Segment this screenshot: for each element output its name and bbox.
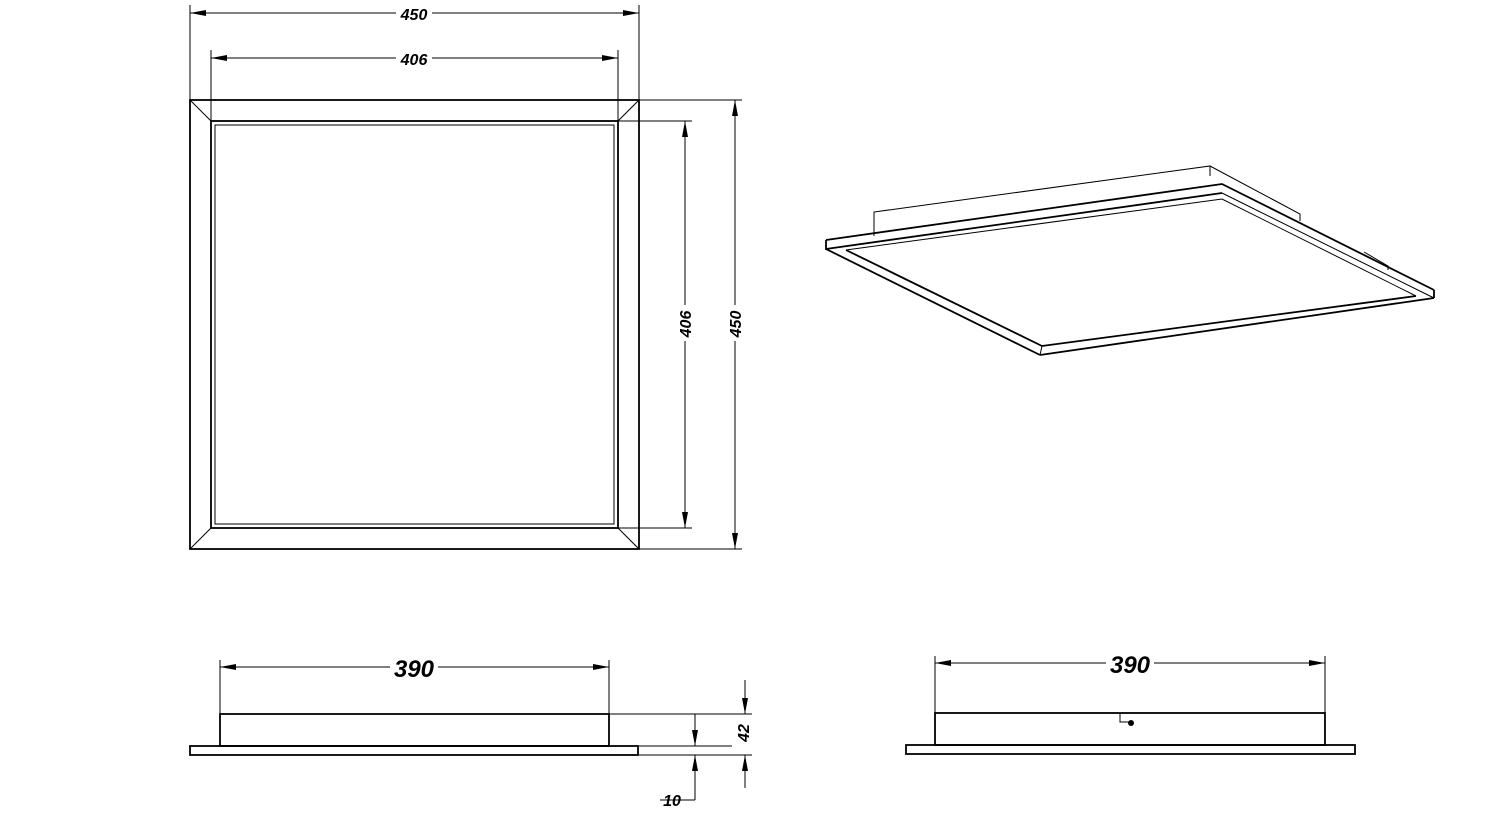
dim-label-bg [390,652,438,680]
top-view: 450 406 406 450 [189,4,745,550]
top-view-bevel-corner [189,99,212,122]
side-view-cable-point [1128,720,1134,726]
dim-arrow [935,660,951,666]
dim-label-base-thickness: 10 [663,793,681,810]
dim-arrow [692,755,698,771]
side-view-body [934,712,1326,746]
iso-frame-bottom-left [825,248,1041,356]
dim-arrow [220,664,236,670]
top-view-bevel-corner [189,527,212,550]
dim-label-bg [676,305,694,341]
top-view-outer-frame [189,99,640,550]
dim-arrow [593,664,609,670]
dim-arrow [623,10,639,16]
dim-arrow [742,698,748,714]
side-view-cable-entry [1119,713,1130,723]
iso-diffuser-bevel [1039,345,1043,356]
dim-arrow [732,100,738,116]
dim-arrow [682,121,688,137]
iso-mounting-box [873,165,1211,236]
dim-label-inner-width: 406 [400,52,428,69]
dim-arrow [1309,660,1325,666]
dim-label-bg [1106,648,1154,676]
dim-label-outer-height: 450 [728,311,745,339]
top-view-bevel-line [214,124,615,525]
dim-label-bg [396,4,432,22]
iso-diffuser-face [845,249,1417,347]
dim-label-bg [732,718,752,748]
iso-frame-front [825,192,1223,251]
dim-label-body-width: 390 [394,656,435,683]
dim-label-total-height: 42 [736,724,753,743]
dim-label-side-body-width: 390 [1110,652,1151,679]
dim-label-bg [396,49,432,67]
dim-arrow [211,55,227,61]
dim-label-outer-width: 450 [400,7,428,24]
side-view: 390 [905,648,1356,755]
dim-arrow [742,755,748,771]
front-view: 390 42 10 [189,652,753,810]
iso-frame-bottom-right [1039,297,1435,356]
top-view-bevel-corner [617,527,640,550]
dim-arrow [602,55,618,61]
dim-arrow [692,730,698,746]
front-view-body [219,713,610,747]
dim-label-bg [726,305,744,341]
dim-label-inner-height: 406 [678,311,695,339]
isometric-view [825,165,1435,356]
iso-frame-top [825,183,1435,291]
dim-arrow [682,512,688,528]
dim-arrow [190,10,206,16]
iso-frame-inner [845,198,1417,297]
dim-arrow [732,533,738,549]
iso-frame-inner [1221,192,1435,299]
side-view-base-plate [905,744,1356,755]
top-view-inner-face [210,120,619,529]
iso-mounting-box [1209,165,1301,220]
front-view-base-plate [189,745,639,756]
top-view-bevel-corner [617,99,640,122]
